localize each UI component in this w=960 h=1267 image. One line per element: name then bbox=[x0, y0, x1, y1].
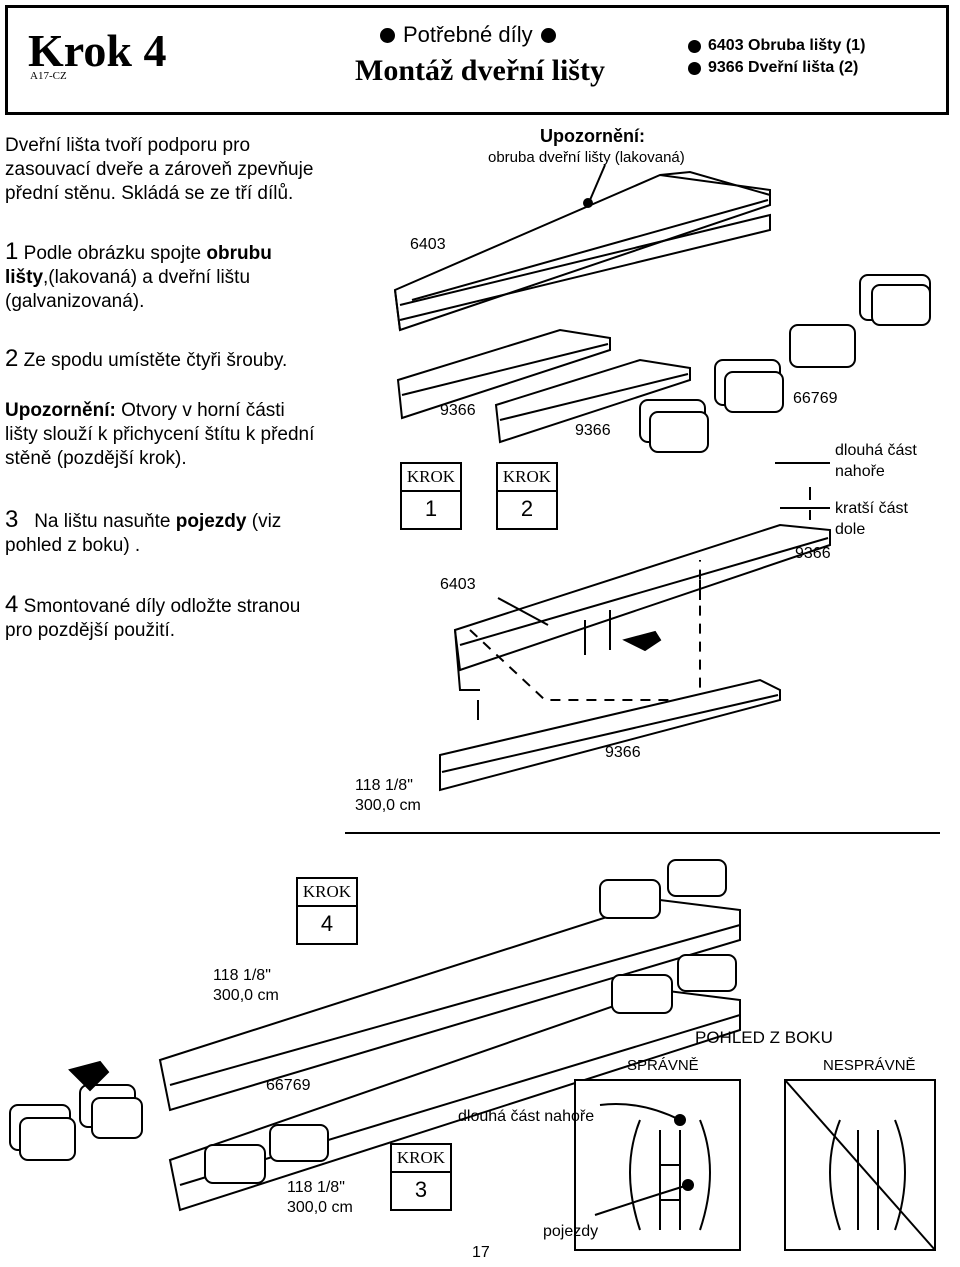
rail-9366-lower bbox=[439, 678, 781, 792]
main-title: Montáž dveřní lišty bbox=[355, 54, 605, 87]
header-frame bbox=[5, 5, 949, 115]
part-item: 6403 Obruba lišty (1) bbox=[688, 35, 865, 57]
arrow-icon bbox=[622, 630, 662, 652]
krok-box-4: KROK 4 bbox=[296, 877, 358, 945]
part-label-66769: 66769 bbox=[793, 390, 838, 407]
pointer-line bbox=[775, 462, 830, 509]
bullet-icon bbox=[688, 39, 701, 53]
pointer-dot bbox=[583, 198, 593, 208]
side-view-title: POHLED Z BOKU bbox=[695, 1028, 833, 1047]
part-label-9366: 9366 bbox=[605, 744, 641, 761]
label-trolleys: pojezdy bbox=[543, 1223, 599, 1240]
part-label-9366: 9366 bbox=[440, 402, 476, 419]
label-short-bottom: kratší část dole bbox=[835, 500, 908, 538]
label-correct: SPRÁVNĚ bbox=[627, 1057, 699, 1074]
pointer-line bbox=[497, 597, 549, 626]
krok-box-2: KROK 2 bbox=[496, 462, 558, 530]
document-code: A17-CZ bbox=[30, 70, 67, 82]
warning-text: Upozornění: Otvory v horní části lišty s… bbox=[5, 400, 315, 469]
length-label: 118 1/8" 300,0 cm bbox=[213, 967, 279, 1004]
rail-9366-step1 bbox=[396, 328, 611, 420]
label-long-top: dlouhá část nahoře bbox=[835, 442, 917, 480]
side-view-incorrect bbox=[784, 1079, 936, 1251]
part-item: 9366 Dveřní lišta (2) bbox=[688, 57, 865, 79]
step-3-text: 3 Na lištu nasuňte pojezdy (viz pohled z… bbox=[5, 506, 282, 557]
length-label: 118 1/8" 300,0 cm bbox=[355, 777, 421, 814]
warning-callout-sub: obruba dveřní lišty (lakovaná) bbox=[488, 149, 685, 166]
bullet-icon bbox=[380, 27, 395, 43]
step-4-text: 4 Smontované díly odložte stranou pro po… bbox=[5, 591, 301, 642]
parts-heading-text: Potřebné díly bbox=[403, 22, 533, 47]
step-title: Krok 4 bbox=[28, 25, 167, 76]
intro-text: Dveřní lišta tvoří podporu pro zasouvací… bbox=[5, 135, 314, 204]
step-2-text: 2 Ze spodu umístěte čtyři šrouby. bbox=[5, 345, 288, 372]
parts-list: 6403 Obruba lišty (1) 9366 Dveřní lišta … bbox=[688, 35, 865, 79]
pointer-line bbox=[589, 164, 606, 201]
assembled-rail-bottom bbox=[9, 859, 741, 1212]
page-number: 17 bbox=[472, 1244, 490, 1261]
step-1-text: 1 Podle obrázku spojte obrubu lišty,(lak… bbox=[5, 238, 272, 313]
trolley-group-top bbox=[639, 274, 931, 453]
krok-box-1: KROK 1 bbox=[400, 462, 462, 530]
warning-callout-title: Upozornění: bbox=[540, 126, 645, 146]
rail-9366-step2 bbox=[494, 358, 691, 444]
part-label-6403: 6403 bbox=[440, 576, 476, 593]
parts-heading: Potřebné díly bbox=[380, 22, 556, 48]
part-label-66769: 66769 bbox=[266, 1077, 311, 1094]
label-incorrect: NESPRÁVNĚ bbox=[823, 1057, 916, 1074]
bullet-icon bbox=[540, 27, 556, 43]
length-label: 118 1/8" 300,0 cm bbox=[287, 1179, 353, 1216]
bullet-icon bbox=[688, 61, 701, 75]
arrow-icon bbox=[68, 1060, 110, 1092]
rail-6403-top bbox=[393, 170, 771, 332]
assembled-rail-middle bbox=[453, 487, 831, 701]
part-label-6403: 6403 bbox=[410, 236, 446, 253]
part-label-9366: 9366 bbox=[575, 422, 611, 439]
side-view-correct bbox=[574, 1079, 741, 1251]
label-long-top-line: dlouhá část nahoře bbox=[458, 1108, 595, 1125]
krok-box-3: KROK 3 bbox=[390, 1143, 452, 1211]
part-label-9366: 9366 bbox=[795, 545, 831, 562]
